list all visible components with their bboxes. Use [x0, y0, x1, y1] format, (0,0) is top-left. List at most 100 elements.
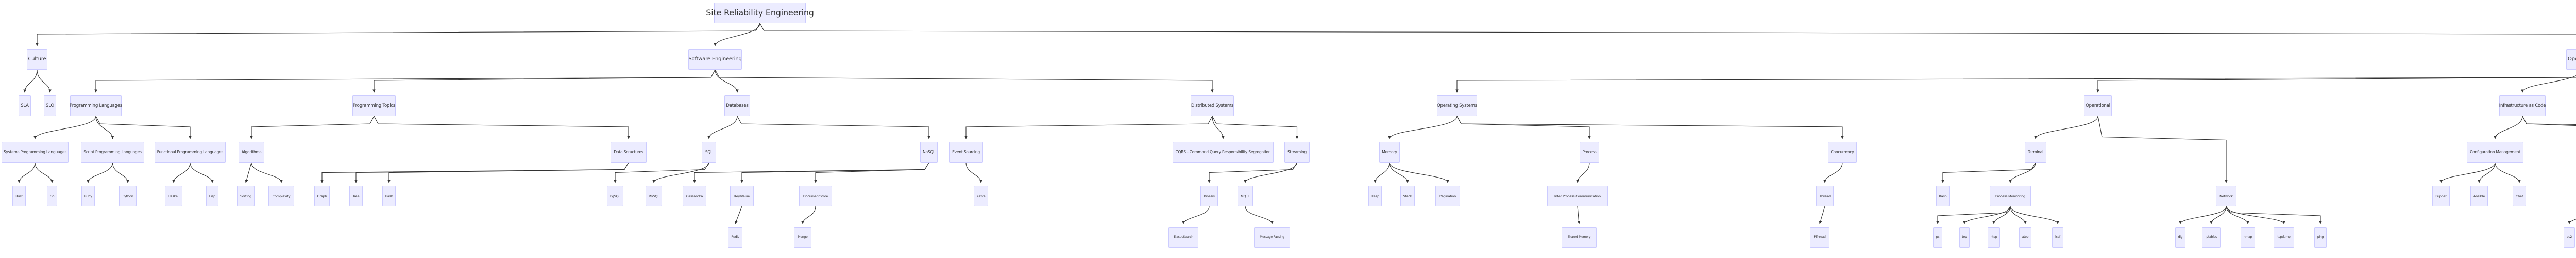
edge-network-to-iptables — [2210, 206, 2227, 224]
node-redis[interactable]: Redis — [728, 227, 742, 248]
node-streaming[interactable]: Streaming — [1284, 142, 1310, 163]
node-label: Tree — [352, 194, 360, 198]
node-inter-process-communication[interactable]: Inter Process Communication — [1547, 186, 1608, 206]
edge-sql-to-mysql — [652, 162, 709, 183]
node-atop[interactable]: atop — [2019, 227, 2031, 248]
node-thread[interactable]: Thread — [1816, 186, 1834, 206]
node-label: tcpdump — [2277, 235, 2291, 239]
node-mqtt[interactable]: MQTT — [1238, 186, 1253, 206]
node-bash[interactable]: Bash — [1936, 186, 1950, 206]
node-label: nmap — [2243, 235, 2252, 239]
node-software-engineering[interactable]: Software Engineering — [688, 49, 742, 70]
edge-databases-to-nosql — [737, 116, 930, 139]
node-distributed-systems[interactable]: Distributed Systems — [1191, 95, 1234, 116]
node-nosql[interactable]: NoSQL — [920, 142, 938, 163]
node-process-monitoring[interactable]: Process Monitoring — [1990, 186, 2031, 206]
node-label: MySQL — [648, 194, 659, 198]
node-network[interactable]: Network — [2216, 186, 2236, 206]
node-label: Go — [49, 194, 55, 198]
node-rust[interactable]: Rust — [12, 186, 26, 206]
node-event-sourcing[interactable]: Event Sourcing — [949, 142, 983, 163]
node-dig[interactable]: dig — [2175, 227, 2185, 248]
node-memory[interactable]: Memory — [1379, 142, 1400, 163]
node-top[interactable]: top — [1959, 227, 1970, 248]
node-process[interactable]: Process — [1580, 142, 1599, 163]
node-go[interactable]: Go — [47, 186, 57, 206]
edge-network-to-dig — [2179, 206, 2227, 224]
node-lisp[interactable]: Lisp — [206, 186, 218, 206]
node-label: SLA — [21, 103, 29, 108]
node-htop[interactable]: htop — [1988, 227, 2000, 248]
node-programming-topics[interactable]: Programming Topics — [352, 95, 396, 116]
node-tcpdump[interactable]: tcpdump — [2274, 227, 2294, 248]
edge-software-engineering-to-programming-topics — [372, 69, 716, 93]
node-shared-memory[interactable]: Shared Memory — [1562, 227, 1597, 248]
node-systems-programming-languages[interactable]: Systems Programming Languages — [2, 142, 69, 163]
node-label: MQTT — [1241, 194, 1250, 198]
node-root[interactable]: Site Reliability Engineering — [706, 3, 814, 23]
node-haskell[interactable]: Haskell — [165, 186, 182, 206]
node-operational[interactable]: Operational — [2084, 95, 2112, 116]
node-sql[interactable]: SQL — [702, 142, 716, 163]
node-label: Shared Memory — [1567, 235, 1591, 239]
node-mysql[interactable]: MySQL — [646, 186, 662, 206]
node-mongo[interactable]: Mongo — [794, 227, 811, 248]
node-operating-systems[interactable]: Operating Systems — [1437, 95, 1477, 116]
edge-functional-programming-languages-to-lisp — [190, 162, 214, 183]
node-complexity[interactable]: Complexity — [268, 186, 294, 206]
node-script-programming-languages[interactable]: Script Programming Languages — [81, 142, 144, 163]
node-pthread[interactable]: PThread — [1810, 227, 1829, 248]
node-tree[interactable]: Tree — [349, 186, 363, 206]
node-infrastructure-as-code[interactable]: Infrastructure as Code — [2499, 95, 2546, 116]
node-heap[interactable]: Heap — [1368, 186, 1382, 206]
node-keyvalue[interactable]: Key/Value — [730, 186, 754, 206]
node-cqrs[interactable]: CQRS - Command Query Responsibility Segr… — [1173, 142, 1274, 163]
edge-operating-systems-to-memory — [1388, 116, 1458, 139]
node-sla[interactable]: SLA — [19, 95, 31, 116]
edge-operations-to-operational — [2096, 77, 2576, 93]
node-label: SLO — [46, 103, 54, 108]
edge-distributed-systems-to-cqrs — [1212, 116, 1225, 139]
node-hash[interactable]: Hash — [382, 186, 396, 206]
node-ps[interactable]: ps — [1933, 227, 1942, 248]
node-ruby[interactable]: Ruby — [81, 186, 95, 206]
node-documentstore[interactable]: DocumentStore — [799, 186, 832, 206]
node-configuration-management[interactable]: Configuration Management — [2467, 142, 2523, 163]
node-iptables[interactable]: iptables — [2202, 227, 2221, 248]
node-ping[interactable]: ping — [2314, 227, 2327, 248]
node-algorithms[interactable]: Algorithms — [239, 142, 264, 163]
node-programming-languages[interactable]: Programming Languages — [70, 95, 122, 116]
edge-root-to-operations — [759, 23, 2576, 35]
node-elasticsearch[interactable]: ElasticSearch — [1168, 227, 1198, 248]
node-ec2[interactable]: ec2 — [2564, 227, 2575, 248]
edge-operational-to-network — [2097, 116, 2228, 183]
node-operations[interactable]: Operations — [2566, 49, 2576, 70]
edge-terminal-to-bash — [1941, 162, 2036, 183]
edge-operating-systems-to-process — [1456, 116, 1591, 139]
node-sorting[interactable]: Sorting — [237, 186, 255, 206]
node-culture[interactable]: Culture — [27, 49, 47, 70]
node-cassandra[interactable]: Cassandra — [683, 186, 706, 206]
node-data-structures[interactable]: Data Scructures — [611, 142, 647, 163]
node-message-passing[interactable]: Message Passing — [1254, 227, 1290, 248]
node-graph[interactable]: Graph — [314, 186, 330, 206]
node-nmap[interactable]: nmap — [2241, 227, 2255, 248]
node-label: Operations — [2568, 56, 2576, 62]
node-chef[interactable]: Chef — [2513, 186, 2526, 206]
edge-operating-systems-to-concurrency — [1456, 116, 1844, 139]
node-slo[interactable]: SLO — [44, 95, 56, 116]
node-functional-programming-languages[interactable]: Functional Programming Languages — [155, 142, 226, 163]
node-label: Rust — [15, 194, 23, 198]
node-databases[interactable]: Databases — [724, 95, 750, 116]
node-terminal[interactable]: Terminal — [2025, 142, 2046, 163]
node-kinesis[interactable]: Kinesis — [1200, 186, 1218, 206]
node-pagination[interactable]: Pagination — [1435, 186, 1460, 206]
node-ansible[interactable]: Ansible — [2470, 186, 2488, 206]
node-pgsql[interactable]: PgSQL — [607, 186, 623, 206]
node-stack[interactable]: Stack — [1400, 186, 1415, 206]
node-lsof[interactable]: lsof — [2052, 227, 2063, 248]
node-concurrency[interactable]: Concurrency — [1828, 142, 1857, 163]
node-python[interactable]: Python — [119, 186, 137, 206]
node-kafka[interactable]: Kafka — [974, 186, 988, 206]
node-puppet[interactable]: Puppet — [2432, 186, 2450, 206]
